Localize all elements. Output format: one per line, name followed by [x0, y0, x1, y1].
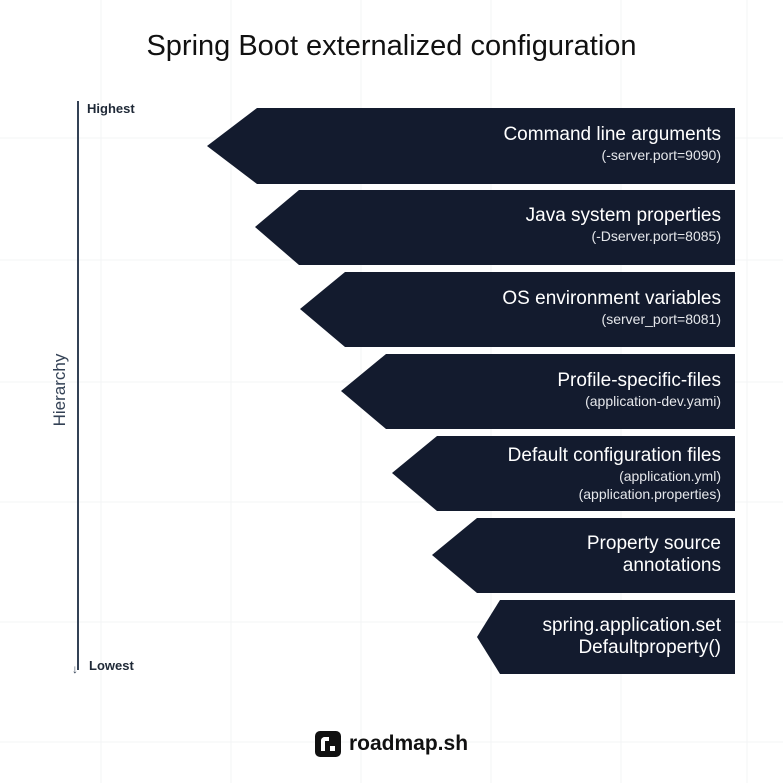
- source-example: (application.yml): [619, 468, 721, 484]
- source-shape-5: [392, 436, 735, 511]
- source-title: Default configuration files: [507, 445, 721, 466]
- source-shape-4: [341, 354, 735, 429]
- source-example: (-Dserver.port=8085): [591, 228, 721, 244]
- source-title: Property source annotations: [586, 533, 721, 576]
- axis-highest-label: Highest: [87, 101, 135, 116]
- source-example: (application-dev.yami): [585, 393, 721, 409]
- source-java-system-properties: Java system properties (-Dserver.port=80…: [526, 205, 721, 245]
- source-title: Profile-specific-files: [557, 370, 721, 391]
- roadmap-logo: roadmap.sh: [315, 731, 468, 757]
- arrow-down-icon: ↓: [72, 662, 78, 676]
- source-shape-7: [477, 600, 735, 674]
- source-example: (server_port=8081): [601, 311, 721, 327]
- source-command-line: Command line arguments (-server.port=909…: [503, 124, 721, 164]
- source-example: (application.properties): [578, 486, 721, 502]
- source-shape-1: [207, 108, 735, 184]
- logo-text: roadmap.sh: [349, 732, 469, 755]
- source-title: OS environment variables: [502, 288, 721, 309]
- source-shape-3: [300, 272, 735, 347]
- source-shape-6: [432, 518, 735, 593]
- source-example: (-server.port=9090): [601, 147, 721, 163]
- axis-lowest-label: Lowest: [89, 658, 134, 673]
- source-property-annotations: Property source annotations: [551, 533, 721, 577]
- source-title: spring.application.set Defaultproperty(): [542, 615, 722, 658]
- source-profile-files: Profile-specific-files (application-dev.…: [557, 370, 721, 410]
- source-shape-2: [255, 190, 735, 265]
- source-default-config: Default configuration files (application…: [508, 445, 721, 503]
- source-title: Command line arguments: [503, 124, 721, 145]
- source-default-property: spring.application.set Defaultproperty(): [496, 615, 722, 659]
- source-title: Java system properties: [525, 205, 721, 226]
- source-os-env: OS environment variables (server_port=80…: [502, 288, 721, 328]
- page-title: Spring Boot externalized configuration: [146, 30, 637, 62]
- roadmap-logo-icon: [315, 731, 341, 757]
- hierarchy-axis-line: [77, 101, 79, 670]
